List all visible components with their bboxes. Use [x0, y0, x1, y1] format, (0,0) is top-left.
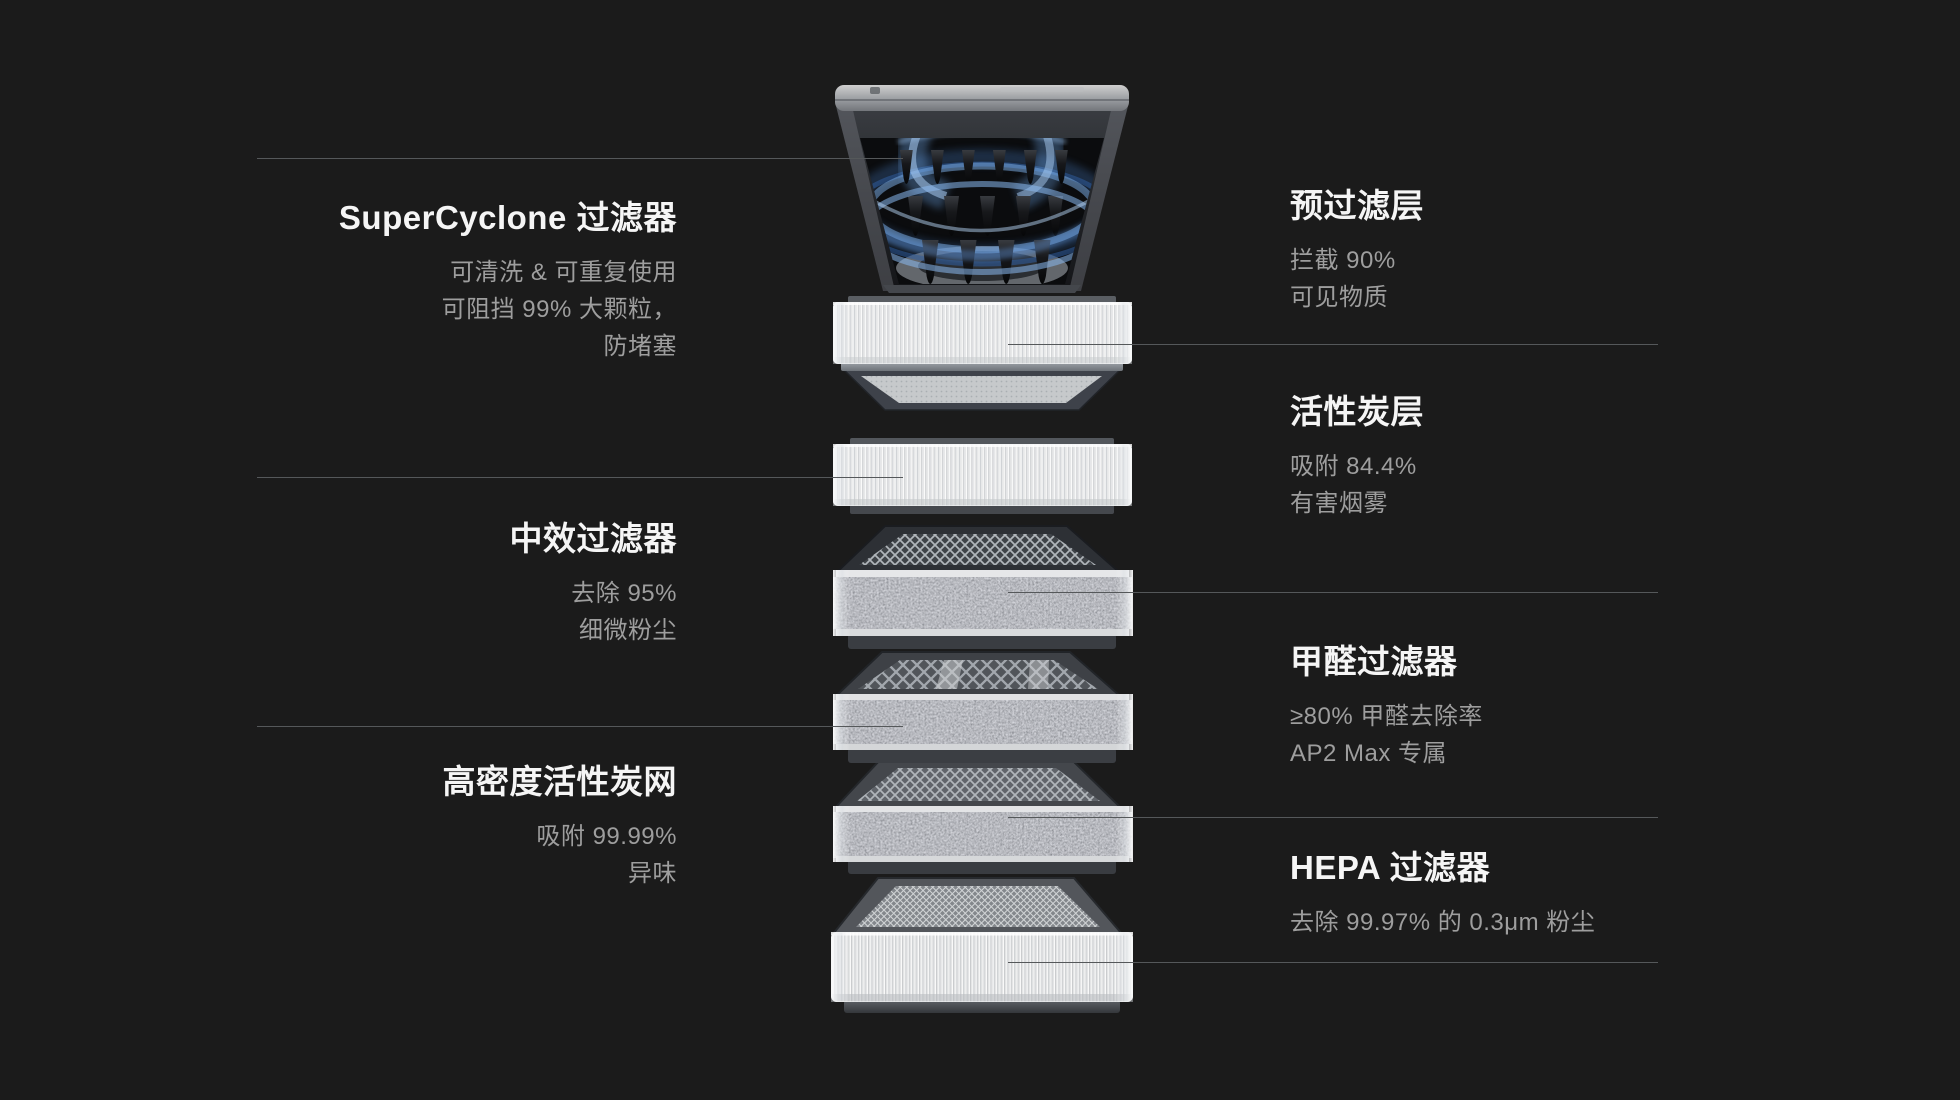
label-hepa-title: HEPA 过滤器	[1290, 849, 1491, 886]
label-formaldehyde-desc-1: ≥80% 甲醛去除率	[1290, 703, 1483, 730]
layer-hepa	[830, 877, 1133, 1013]
label-supercyclone-desc-3: 防堵塞	[603, 333, 677, 360]
label-mid-filter-title: 中效过滤器	[509, 520, 677, 557]
filter-stack-illustration	[815, 80, 1160, 1025]
label-carbon-layer-desc-2: 有害烟雾	[1290, 490, 1388, 517]
layer-activated-carbon	[833, 525, 1133, 649]
label-carbon-layer-desc-1: 吸附 84.4%	[1290, 453, 1417, 480]
label-formaldehyde-title: 甲醛过滤器	[1290, 643, 1458, 680]
callout-line-mid-filter	[257, 477, 903, 478]
label-carbon-mesh: 高密度活性炭网 吸附 99.99% 异味	[443, 760, 678, 892]
label-prefilter-desc-2: 可见物质	[1290, 284, 1388, 311]
label-supercyclone: SuperCyclone 过滤器 可清洗 & 可重复使用 可阻挡 99% 大颗粒…	[339, 196, 677, 365]
callout-line-carbon-layer	[1008, 592, 1658, 593]
label-mid-filter-desc-1: 去除 95%	[571, 580, 677, 607]
layer-mid-filter	[833, 438, 1132, 514]
label-supercyclone-desc-2: 可阻挡 99% 大颗粒，	[441, 296, 677, 323]
callout-line-supercyclone	[257, 158, 903, 159]
callout-line-hepa	[1008, 962, 1658, 963]
label-carbon-layer: 活性炭层 吸附 84.4% 有害烟雾	[1290, 390, 1424, 522]
label-prefilter-title: 预过滤层	[1290, 187, 1424, 224]
label-carbon-layer-title: 活性炭层	[1290, 393, 1424, 430]
label-supercyclone-title: SuperCyclone 过滤器	[338, 199, 677, 236]
layer-prefilter	[833, 296, 1132, 411]
callout-line-prefilter	[1008, 344, 1658, 345]
label-hepa: HEPA 过滤器 去除 99.97% 的 0.3μm 粉尘	[1290, 846, 1595, 941]
label-mid-filter: 中效过滤器 去除 95% 细微粉尘	[510, 517, 678, 649]
layer-supercyclone	[835, 85, 1129, 293]
label-formaldehyde: 甲醛过滤器 ≥80% 甲醛去除率 AP2 Max 专属	[1290, 640, 1483, 772]
layer-carbon-mesh	[833, 651, 1133, 763]
callout-line-carbon-mesh	[257, 726, 903, 727]
filter-stack-svg	[830, 85, 1133, 1013]
label-carbon-mesh-title: 高密度活性炭网	[442, 763, 677, 800]
label-formaldehyde-desc-2: AP2 Max 专属	[1290, 740, 1448, 767]
cyclone-interior	[860, 138, 1104, 284]
label-prefilter-desc-1: 拦截 90%	[1290, 247, 1396, 274]
label-carbon-mesh-desc-1: 吸附 99.99%	[536, 823, 677, 850]
label-hepa-desc-1: 去除 99.97% 的 0.3μm 粉尘	[1290, 909, 1596, 936]
label-mid-filter-desc-2: 细微粉尘	[579, 617, 677, 644]
label-prefilter: 预过滤层 拦截 90% 可见物质	[1290, 184, 1424, 316]
callout-line-formaldehyde	[1008, 817, 1658, 818]
label-carbon-mesh-desc-2: 异味	[628, 860, 677, 887]
label-supercyclone-desc-1: 可清洗 & 可重复使用	[450, 259, 677, 286]
